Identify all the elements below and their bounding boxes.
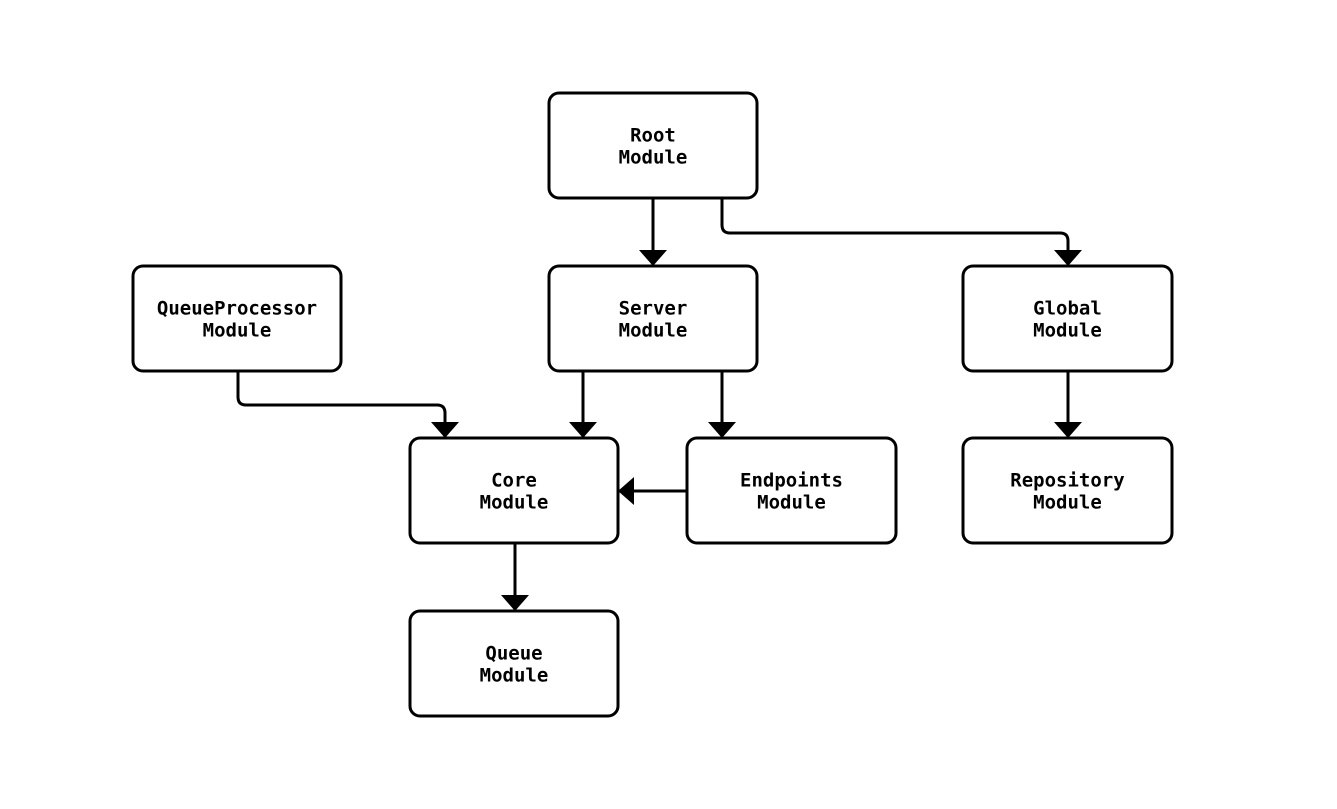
node-label-server-module-line2: Module: [619, 320, 688, 342]
node-label-root-module-line2: Module: [619, 147, 688, 169]
node-label-global-module-line1: Global: [1033, 298, 1102, 320]
node-label-queue-module-line1: Queue: [485, 643, 542, 665]
node-box-root-module: [547, 91, 759, 200]
node-label-repository-module-line2: Module: [1033, 492, 1102, 514]
edge-root-module-to-global-module: [720, 198, 1082, 266]
node-label-repository-module-line1: Repository: [1010, 470, 1124, 492]
node-label-endpoints-module-line2: Module: [757, 492, 826, 514]
node-label-core-module-line2: Module: [480, 492, 549, 514]
node-label-server-module-line1: Server: [619, 298, 688, 320]
node-label-queueprocessor-module-line2: Module: [203, 320, 272, 342]
node-box-global-module: [961, 264, 1174, 373]
node-label-root-module-line1: Root: [630, 125, 676, 147]
node-box-server-module: [547, 264, 759, 373]
node-box-queue-module: [408, 609, 620, 718]
node-box-repository-module: [961, 436, 1174, 545]
node-label-queueprocessor-module-line1: QueueProcessor: [157, 298, 317, 320]
node-label-endpoints-module-line1: Endpoints: [740, 470, 843, 492]
node-label-queue-module-line2: Module: [480, 665, 549, 687]
edge-queueprocessor-module-to-core-module: [236, 371, 459, 438]
node-box-queueprocessor-module: [131, 264, 343, 373]
node-label-global-module-line2: Module: [1033, 320, 1102, 342]
node-box-endpoints-module: [685, 436, 898, 545]
node-box-core-module: [408, 436, 620, 545]
node-label-core-module-line1: Core: [491, 470, 537, 492]
